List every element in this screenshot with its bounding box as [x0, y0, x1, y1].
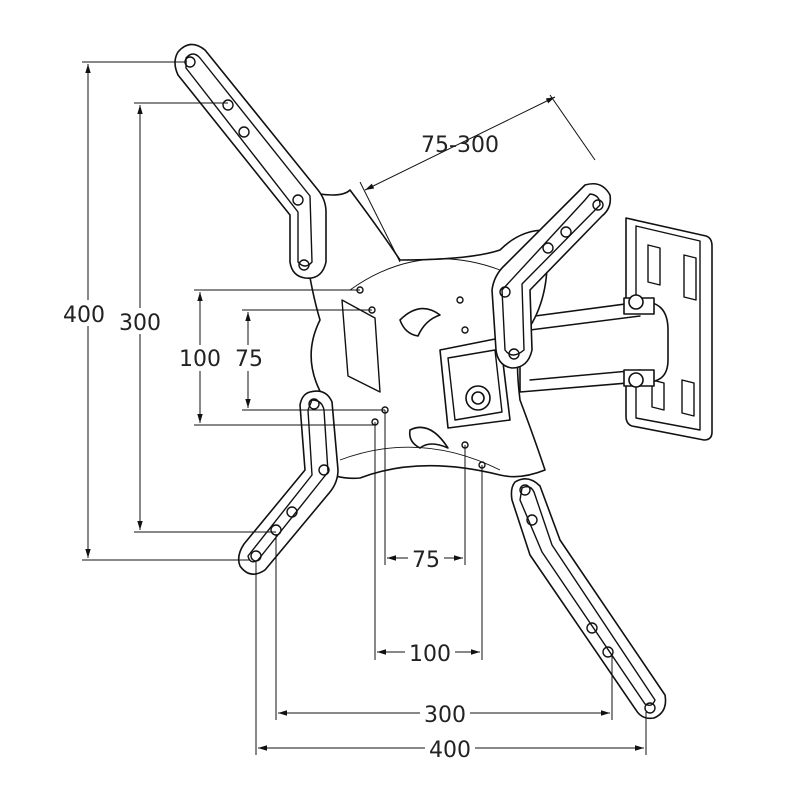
swing-arm	[519, 294, 669, 393]
arm-bottom-left	[237, 390, 339, 575]
dimension-labels: 75-300 400 300 100 75 75 100 300 400	[60, 133, 499, 763]
label-left-75: 75	[235, 347, 263, 372]
label-left-400: 400	[63, 303, 105, 328]
arm-top-right	[491, 182, 612, 369]
label-bottom-100: 100	[409, 642, 451, 667]
arm-bottom-right	[510, 478, 667, 720]
label-left-100: 100	[179, 347, 221, 372]
vesa-plate	[299, 189, 548, 480]
label-bottom-300: 300	[424, 703, 466, 728]
arm-top-left	[174, 43, 327, 279]
label-bottom-400: 400	[429, 738, 471, 763]
label-left-300: 300	[119, 311, 161, 336]
label-75-300: 75-300	[421, 133, 499, 158]
label-bottom-75: 75	[412, 548, 440, 573]
